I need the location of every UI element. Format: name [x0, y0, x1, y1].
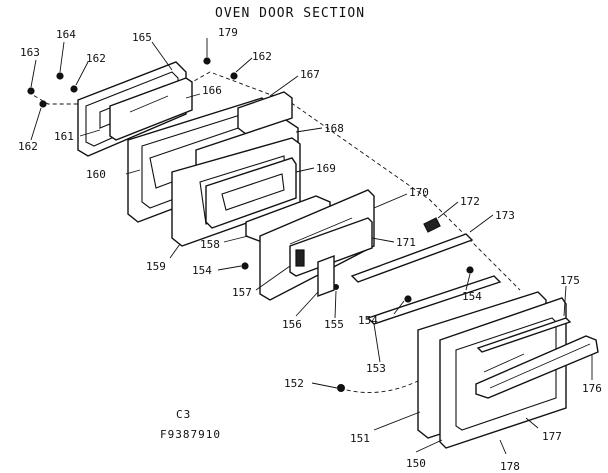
assembly-axis-upper [27, 71, 521, 291]
callout-158: 158 [200, 238, 220, 251]
screw-179 [203, 57, 211, 65]
screw-152 [336, 383, 345, 392]
part-172-clip [423, 217, 441, 233]
callout-173: 173 [495, 209, 515, 222]
assembly-axis-lower [339, 379, 421, 394]
callout-178: 178 [500, 460, 520, 473]
callout-155: 155 [324, 318, 344, 331]
leader-lines [30, 38, 593, 455]
callout-154-a: 154 [192, 264, 212, 277]
callout-176: 176 [582, 382, 602, 395]
part-171-latch-plate [289, 217, 373, 277]
screw-154-mid [404, 295, 412, 303]
part-153-trim-strip [366, 275, 502, 325]
screw-162-top [230, 72, 238, 80]
callout-152: 152 [284, 377, 304, 390]
callout-154-b: 154 [358, 314, 378, 327]
callout-162-b: 162 [18, 140, 38, 153]
callout-170: 170 [409, 186, 429, 199]
callout-171: 171 [396, 236, 416, 249]
screw-154-left [241, 262, 249, 270]
catalog-code-line2: F9387910 [160, 428, 221, 441]
screw-162-lower [39, 100, 47, 108]
callout-labels: 163 164 162 165 162 161 166 160 179 162 … [18, 26, 602, 473]
callout-161: 161 [54, 130, 74, 143]
callout-157: 157 [232, 286, 252, 299]
diagram-title: OVEN DOOR SECTION [215, 6, 365, 21]
callout-177: 177 [542, 430, 562, 443]
callout-162-c: 162 [252, 50, 272, 63]
screw-154-right [466, 266, 474, 274]
screw-163 [27, 87, 35, 95]
callout-156: 156 [282, 318, 302, 331]
screw-164 [56, 72, 64, 80]
callout-153: 153 [366, 362, 386, 375]
callout-159: 159 [146, 260, 166, 273]
callout-163: 163 [20, 46, 40, 59]
callout-169: 169 [316, 162, 336, 175]
screw-162-left [70, 85, 78, 93]
callout-179: 179 [218, 26, 238, 39]
callout-165: 165 [132, 31, 152, 44]
callout-167: 167 [300, 68, 320, 81]
part-175-top-trim [476, 317, 572, 353]
callout-175: 175 [560, 274, 580, 287]
part-167-glass-panel [237, 91, 293, 135]
catalog-code-line1: C3 [176, 408, 191, 421]
callout-166: 166 [202, 84, 222, 97]
callout-151: 151 [350, 432, 370, 445]
part-156-bracket [317, 254, 335, 298]
part-173-vent-channel [350, 233, 474, 283]
callout-150: 150 [406, 457, 426, 470]
callout-168: 168 [324, 122, 344, 135]
part-169-window-frame [205, 157, 297, 229]
part-166-window-glass [109, 77, 193, 141]
callout-162-a: 162 [86, 52, 106, 65]
callout-164: 164 [56, 28, 76, 41]
callout-154-c: 154 [462, 290, 482, 303]
callout-172: 172 [460, 195, 480, 208]
callout-160: 160 [86, 168, 106, 181]
part-176-handle [475, 335, 599, 399]
